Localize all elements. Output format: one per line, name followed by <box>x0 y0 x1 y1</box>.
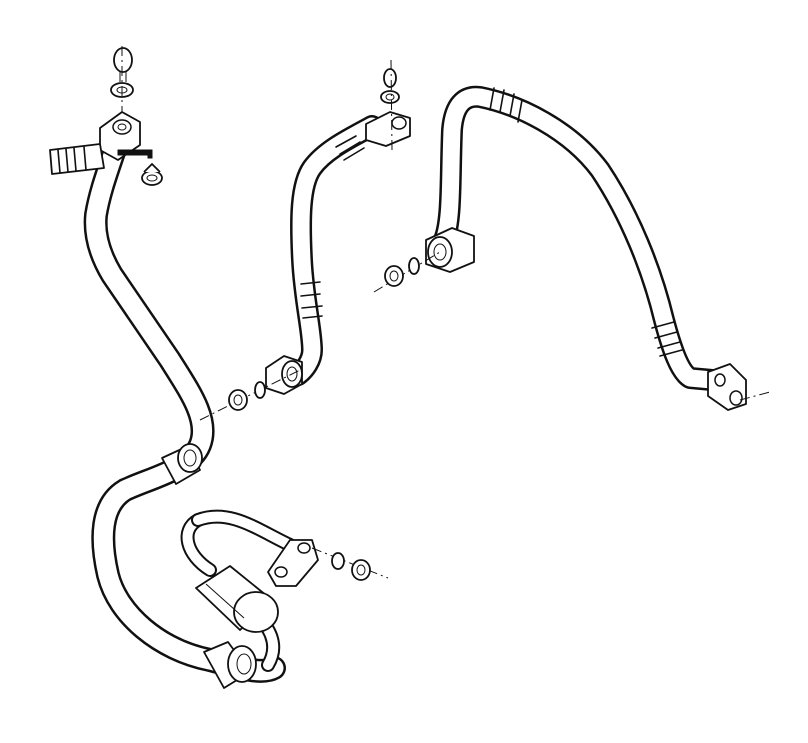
suction-hose-upper-fitting <box>99 111 141 161</box>
bracket-flange <box>267 539 319 587</box>
flange-bolt-middle <box>383 68 397 88</box>
pressure-hose-right <box>433 85 723 391</box>
pressure-hose-right-end-flange <box>707 363 747 411</box>
pipe-clip <box>141 163 163 186</box>
sealing-washer-right <box>384 265 404 287</box>
pressure-hose-middle <box>287 115 383 386</box>
o-ring-lower <box>331 552 345 570</box>
hose-crimp-sleeve-lower <box>203 641 257 689</box>
sealing-washer-middle <box>228 389 248 411</box>
sealing-washer-lower <box>351 559 371 581</box>
pressure-hose-right-fitting <box>425 227 475 273</box>
suction-hose <box>83 128 286 689</box>
muffler <box>180 509 297 672</box>
o-ring-right <box>408 257 420 275</box>
hose-crimp-sleeve <box>161 443 203 485</box>
flange-bolt-left <box>113 47 133 82</box>
flange-washer-middle <box>380 90 400 104</box>
pressure-hose-middle-upper-fitting <box>365 111 411 147</box>
o-ring-middle <box>254 381 266 399</box>
quick-connector <box>49 143 153 175</box>
pressure-hose-middle-lower-fitting <box>265 355 303 395</box>
